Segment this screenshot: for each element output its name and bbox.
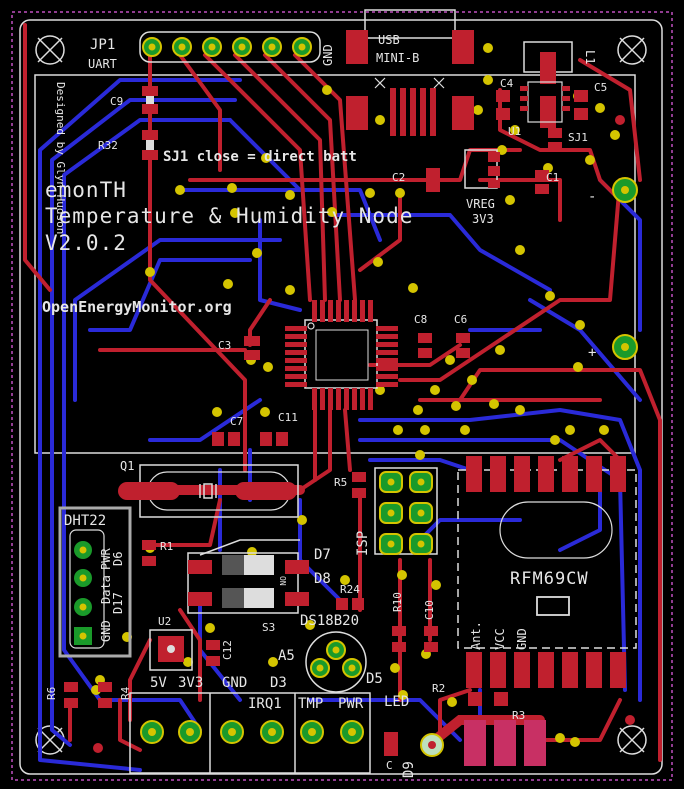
d7-label: D7 — [314, 547, 331, 563]
c10-label: C10 — [423, 600, 436, 620]
terminal-pwr: PWR — [338, 696, 364, 712]
designer-credit: Designed by Glyn Hudson — [54, 82, 67, 235]
isp-label: ISP — [355, 530, 371, 556]
l1-label: L1 — [583, 50, 597, 65]
c12-label: C12 — [221, 640, 234, 660]
d9-label: D9 — [401, 761, 417, 778]
usb-connector — [346, 9, 474, 136]
vreg — [464, 149, 500, 189]
mini-b-label: MINI-B — [376, 51, 420, 65]
d8-label: D8 — [314, 571, 331, 587]
board-title: emonTH — [45, 178, 127, 202]
terminal-3v3: 3V3 — [178, 675, 204, 691]
board-subtitle: Temperature & Humidity Node — [45, 204, 414, 228]
r3-pads — [464, 720, 546, 766]
led-pad — [384, 732, 444, 757]
c11-label: C11 — [278, 411, 298, 424]
r6-label: R6 — [45, 686, 58, 700]
terminal-5v: 5V — [150, 675, 167, 691]
ds18b20-label: DS18B20 — [300, 613, 360, 629]
uart-label: UART — [88, 57, 117, 71]
jp1-label: JP1 — [90, 37, 116, 53]
r24-label: R24 — [340, 583, 360, 596]
board-outline — [11, 11, 673, 781]
c-small-label: C — [386, 759, 393, 772]
rfm69cw-module — [457, 456, 637, 688]
q1-crystal — [118, 464, 299, 518]
c7-label: C7 — [230, 415, 244, 428]
u2-label: U2 — [158, 615, 172, 628]
terminal-d3: D3 — [270, 675, 287, 691]
vreg-3v3-label: 3V3 — [472, 212, 494, 226]
isp-header — [374, 467, 438, 555]
dht22-label: DHT22 — [64, 513, 107, 529]
sj1-note: SJ1 close = direct batt — [163, 149, 357, 165]
r2-label: R2 — [432, 682, 446, 695]
s3-label: S3 — [262, 621, 276, 634]
u2 — [149, 629, 193, 671]
c1-label: C1 — [546, 171, 560, 184]
usb-label: USB — [378, 33, 400, 47]
d17-label: D17 — [111, 592, 125, 614]
jp1-header — [139, 31, 321, 63]
terminal-block — [129, 692, 371, 774]
terminal-gnd: GND — [222, 675, 248, 691]
led-label: LED — [384, 694, 410, 710]
r32-label: R32 — [98, 139, 118, 152]
vias — [91, 43, 620, 747]
battery-pads — [612, 177, 638, 360]
d6-label: D6 — [111, 551, 125, 566]
on-label: ON — [278, 576, 287, 586]
board-version: V2.0.2 — [45, 231, 127, 255]
c5-label: C5 — [594, 81, 608, 94]
mcu-chip — [285, 300, 398, 410]
battery-plus: + — [588, 345, 597, 361]
sj1-label: SJ1 — [568, 131, 588, 144]
gnd-rf-label: GND — [515, 628, 529, 650]
u1-regulator — [520, 81, 570, 123]
r10-label: R10 — [391, 592, 404, 612]
dht22-sensor — [58, 506, 132, 658]
c8-label: C8 — [414, 313, 428, 326]
vreg-label: VREG — [466, 197, 495, 211]
dht-gnd-label: GND — [99, 620, 113, 642]
s3-switch — [187, 539, 309, 614]
d5-label: D5 — [366, 671, 383, 687]
rfm-label: RFM69CW — [510, 569, 589, 589]
ant-label: Ant. — [469, 621, 483, 650]
r3-label: R3 — [512, 709, 526, 722]
c3-label: C3 — [218, 339, 232, 352]
l1-inductor — [523, 41, 573, 128]
q1-label: Q1 — [120, 459, 135, 473]
terminal-irq1: IRQ1 — [248, 696, 282, 712]
r1-label: R1 — [160, 540, 174, 553]
terminal-tmp: TMP — [298, 696, 324, 712]
silk-frame — [34, 74, 636, 454]
gnd-top-label: GND — [321, 44, 335, 66]
red-vias — [93, 115, 635, 753]
vcc-label: VCC — [493, 628, 507, 650]
smd-parts — [64, 86, 588, 708]
r5-label: R5 — [334, 476, 348, 489]
c4-label: C4 — [500, 77, 514, 90]
dimension-outline — [19, 19, 663, 775]
website: OpenEnergyMonitor.org — [42, 298, 232, 316]
a5-label: A5 — [278, 648, 295, 664]
c2-label: C2 — [392, 171, 406, 184]
battery-minus: - — [588, 189, 597, 205]
r4-label: R4 — [119, 686, 132, 700]
u1-label: U1 — [508, 125, 522, 138]
c9-label: C9 — [110, 95, 124, 108]
ds18b20 — [305, 631, 367, 693]
c6-label: C6 — [454, 313, 468, 326]
